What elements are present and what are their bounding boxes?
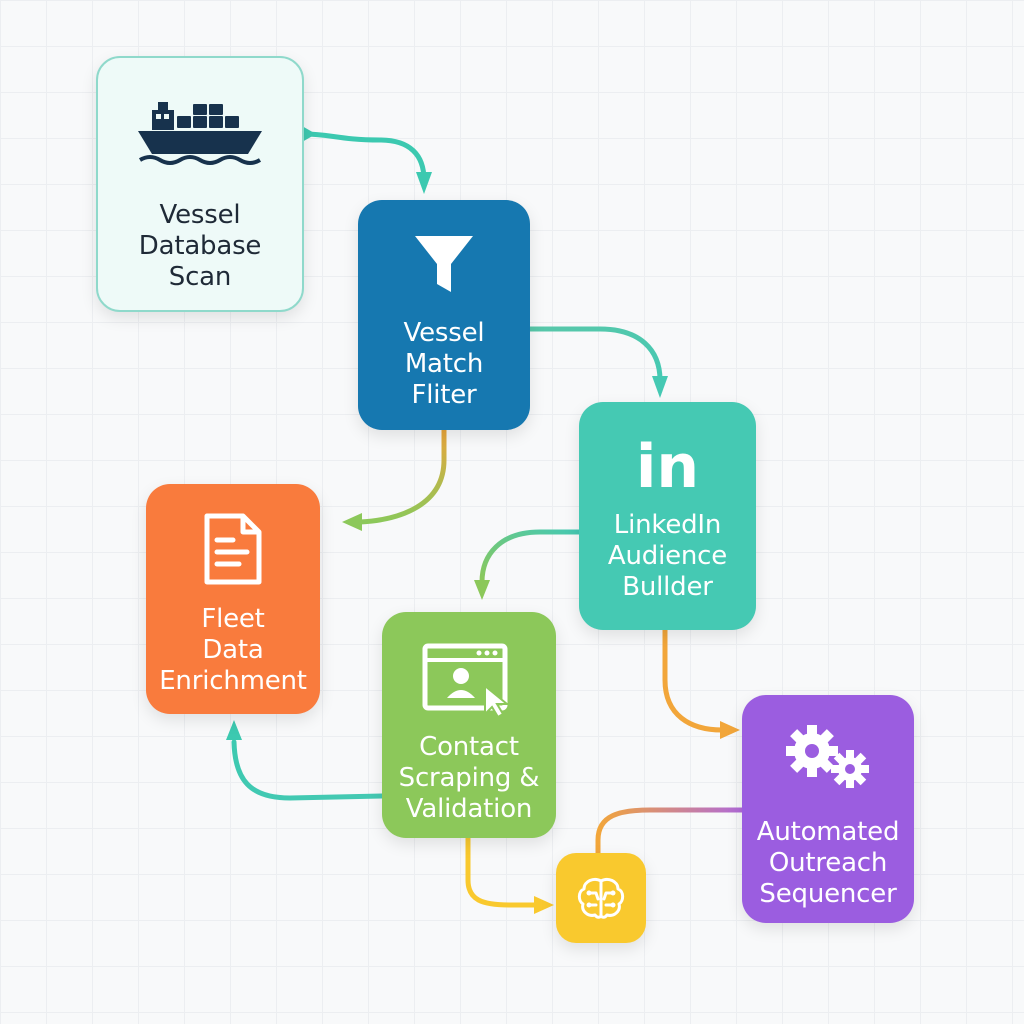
brain-circuit-icon xyxy=(577,877,625,919)
arrowhead-fleet-right xyxy=(342,513,362,531)
cargo-ship-icon xyxy=(138,102,262,165)
node-label: Fleet Data Enrichment xyxy=(159,604,307,696)
document-icon xyxy=(204,513,262,585)
arrowhead-contact-top xyxy=(474,580,490,600)
gears-icon xyxy=(786,725,869,788)
node-linkedin-audience-builder[interactable]: in LinkedIn Audience Bullder xyxy=(579,402,756,630)
node-label: LinkedIn Audience Bullder xyxy=(607,510,728,602)
node-contact-scraping-validation[interactable]: Contact Scraping & Validation xyxy=(382,612,556,838)
browser-user-cursor-icon xyxy=(422,643,510,718)
edge-linkedin-to-contact xyxy=(479,529,582,585)
node-vessel-match-filter[interactable]: Vessel Match Fliter xyxy=(358,200,530,430)
edge-ai-to-outreach xyxy=(595,807,745,856)
node-ai-module[interactable] xyxy=(556,853,646,943)
arrowhead-filter-top xyxy=(416,172,432,194)
arrowhead-fleet-bottom xyxy=(226,720,242,740)
edge-scan-to-filter xyxy=(301,131,427,183)
arrowhead-scan-right xyxy=(302,126,316,142)
arrowhead-linkedin-top xyxy=(652,376,668,398)
node-label: Vessel Match Fliter xyxy=(403,318,485,410)
edge-filter-to-linkedin xyxy=(527,326,663,383)
node-label: Vessel Database Scan xyxy=(138,200,262,292)
node-label: Contact Scraping & Validation xyxy=(398,732,540,824)
linkedin-icon: in xyxy=(635,432,700,502)
edge-filter-to-fleet xyxy=(357,427,447,525)
node-vessel-database-scan[interactable]: Vessel Database Scan xyxy=(96,56,304,312)
arrowheads xyxy=(226,126,740,914)
node-label: Automated Outreach Sequencer xyxy=(756,817,900,909)
arrowhead-outreach-left xyxy=(720,721,740,739)
node-fleet-data-enrichment[interactable]: Fleet Data Enrichment xyxy=(146,484,320,714)
funnel-icon xyxy=(415,236,473,292)
node-automated-outreach-sequencer[interactable]: Automated Outreach Sequencer xyxy=(742,695,914,923)
edge-contact-to-ai xyxy=(465,835,539,908)
arrowhead-ai-left xyxy=(534,896,554,914)
edge-contact-to-fleet xyxy=(231,739,385,801)
edge-linkedin-to-outreach xyxy=(662,627,725,733)
